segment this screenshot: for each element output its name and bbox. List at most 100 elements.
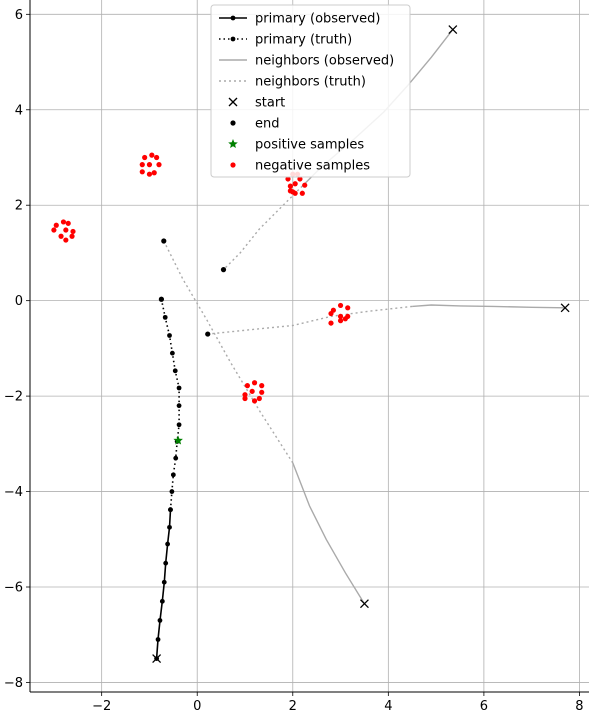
x-tick-label: 0 (193, 699, 201, 714)
primary-point (176, 403, 182, 409)
y-tick-label: 4 (15, 103, 23, 118)
legend-dot (230, 36, 236, 42)
negative-sample-point (139, 162, 145, 168)
negative-sample-point (149, 152, 155, 158)
negative-sample-point (328, 320, 334, 326)
primary-point (165, 541, 171, 547)
legend-label: neighbors (truth) (255, 75, 366, 90)
legend-item: negative samples (230, 159, 370, 174)
primary-point (173, 455, 179, 461)
negative-sample-point (242, 395, 248, 402)
negative-sample-point (287, 188, 293, 194)
legend-label: end (255, 117, 280, 132)
y-tick-label: −4 (4, 485, 23, 500)
primary-point (167, 333, 172, 338)
negative-sample-point (292, 190, 298, 196)
x-tick-label: 2 (289, 699, 297, 714)
legend-label: start (255, 96, 285, 111)
negative-sample-point (251, 380, 258, 386)
negative-sample-point (156, 162, 162, 168)
primary-point (161, 579, 167, 585)
x-tick-label: −2 (92, 699, 111, 714)
start-point (359, 599, 369, 609)
y-tick-label: 0 (15, 294, 23, 309)
primary-point (169, 489, 175, 494)
positive-sample-point (173, 435, 183, 445)
legend-box (210, 4, 411, 178)
negative-sample-point (259, 383, 265, 389)
negative-sample-point (146, 171, 153, 177)
primary-point (176, 385, 182, 391)
series-line-neighbor-truth (207, 305, 413, 335)
negative-sample-point (285, 176, 291, 182)
negative-sample-point (142, 154, 148, 161)
negative-sample-point (60, 219, 67, 225)
legend-label: positive samples (255, 138, 364, 153)
series-line-neighbor-truth (223, 185, 303, 271)
legend-star (228, 139, 238, 148)
primary-point (155, 637, 161, 642)
negative-sample-point (242, 392, 248, 398)
negative-sample-point (259, 389, 265, 395)
legend-item: neighbors (truth) (219, 75, 366, 90)
legend-dot (230, 120, 236, 126)
negative-sample-point (249, 388, 255, 394)
negative-sample-point (337, 313, 344, 320)
legend-item: primary (truth) (219, 33, 352, 48)
markers (51, 25, 570, 664)
primary-point (167, 524, 172, 530)
negative-sample-point (328, 310, 334, 317)
x-tick-label: 8 (575, 699, 583, 714)
negative-sample-point (287, 183, 293, 189)
negative-sample-point (154, 154, 160, 161)
series-line-neighbor-truth (163, 240, 294, 464)
y-tick-label: 2 (15, 199, 23, 214)
end-point (158, 296, 164, 302)
negative-sample-point (256, 395, 262, 402)
primary-point (159, 598, 165, 604)
start-marker-stroke (228, 97, 238, 107)
start-marker-stroke (448, 25, 458, 35)
legend-dot (230, 15, 236, 21)
negative-sample-point (345, 305, 351, 311)
negative-sample-point (70, 228, 76, 235)
legend-label: primary (observed) (255, 12, 380, 27)
legend-label: primary (truth) (255, 33, 352, 48)
start-marker-stroke (560, 303, 570, 313)
end-point (161, 238, 167, 244)
y-tick-label: 6 (15, 8, 23, 23)
negative-sample-point (251, 398, 258, 404)
series-line-neighbor-observed (292, 462, 365, 605)
negative-sample-point (299, 190, 305, 196)
negative-sample-point (63, 237, 69, 243)
y-tick-label: −8 (4, 676, 23, 691)
negative-sample-point (53, 222, 59, 228)
negative-sample-point (139, 169, 145, 175)
primary-point (176, 422, 182, 428)
negative-sample-point (292, 181, 298, 187)
primary-point (162, 314, 168, 320)
negative-sample-point (65, 220, 71, 226)
start-point (448, 25, 458, 35)
legend-item: end (230, 117, 280, 132)
primary-point (163, 560, 169, 566)
legend-item: positive samples (228, 138, 364, 153)
negative-sample-point (151, 170, 157, 176)
negative-sample-point (337, 302, 344, 309)
series-line-neighbor-observed (412, 304, 566, 309)
negative-sample-point (342, 316, 348, 322)
negative-sample-point (69, 233, 75, 239)
negative-sample-point (297, 176, 303, 182)
start-marker-stroke (152, 654, 162, 664)
primary-point (168, 507, 173, 513)
end-point (220, 267, 227, 273)
legend-dot (230, 162, 236, 168)
legend-item: neighbors (observed) (219, 54, 394, 69)
legend-item: start (228, 96, 285, 111)
x-tick-label: 6 (480, 699, 488, 714)
legend-label: negative samples (255, 159, 370, 174)
legend-x-marker (228, 97, 238, 107)
end-point (205, 331, 211, 337)
